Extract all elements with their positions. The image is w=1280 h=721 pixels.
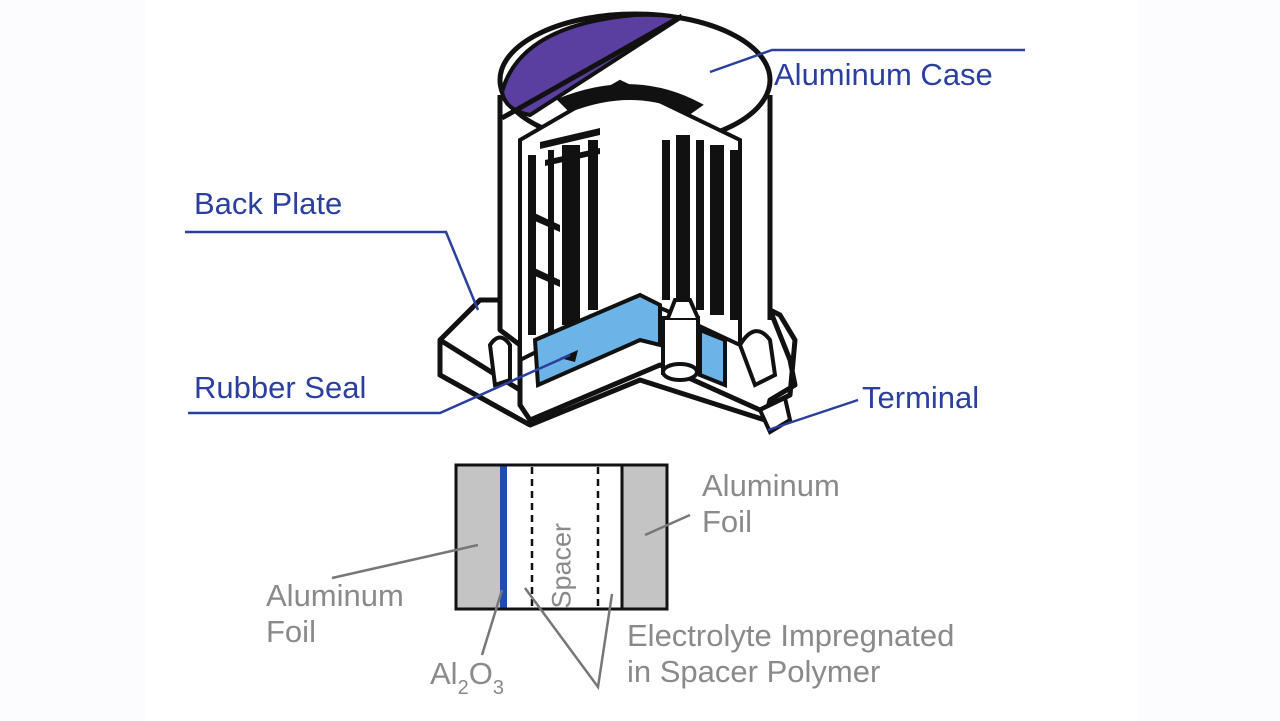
terminal-post xyxy=(661,298,700,382)
label-aluminum-case: Aluminum Case xyxy=(774,57,993,92)
capacitor-illustration xyxy=(185,11,1025,691)
cross-section xyxy=(454,463,669,611)
label-left-foil-line1: Aluminum xyxy=(266,578,404,613)
back-plate xyxy=(437,297,798,428)
label-right-foil-line2: Foil xyxy=(702,504,752,540)
leader-rubber-seal xyxy=(188,353,571,415)
label-electrolyte-line2: in Spacer Polymer xyxy=(627,654,881,690)
label-right-foil-line1: Aluminum xyxy=(702,468,840,503)
leader-terminal xyxy=(767,398,859,432)
oxide-sub1: 2 xyxy=(457,677,469,699)
terminal-lead xyxy=(757,395,793,435)
label-electrolyte-line1: Electrolyte Impregnated xyxy=(627,618,955,653)
label-terminal: Terminal xyxy=(862,380,980,415)
oxide-layer xyxy=(500,465,507,609)
oxide-base: Al xyxy=(430,656,458,691)
label-left-aluminum-foil: Aluminum Foil xyxy=(266,578,404,651)
right-foil xyxy=(623,465,667,609)
gray-leader-lines xyxy=(331,513,691,691)
spacer-region xyxy=(507,465,623,609)
winding-left xyxy=(528,140,598,335)
label-al2o3: Al2O3 xyxy=(430,656,504,699)
leader-lines xyxy=(185,48,1025,432)
oxide-sub2: 3 xyxy=(492,677,504,699)
label-right-aluminum-foil: Aluminum Foil xyxy=(702,468,840,541)
label-left-foil-line2: Foil xyxy=(266,614,316,650)
label-back-plate: Back Plate xyxy=(194,186,343,221)
label-spacer: Spacer xyxy=(546,522,577,609)
leader-aluminum-case xyxy=(709,48,1025,74)
label-electrolyte: Electrolyte Impregnated in Spacer Polyme… xyxy=(627,618,954,691)
label-rubber-seal: Rubber Seal xyxy=(194,370,367,405)
oxide-mid: O xyxy=(468,656,493,691)
winding-right xyxy=(540,128,738,320)
left-foil xyxy=(456,465,500,609)
rubber-seal xyxy=(532,292,662,388)
diagram-canvas: Aluminum Case Back Plate Rubber Seal Ter… xyxy=(145,0,1138,721)
leader-back-plate xyxy=(185,230,480,311)
